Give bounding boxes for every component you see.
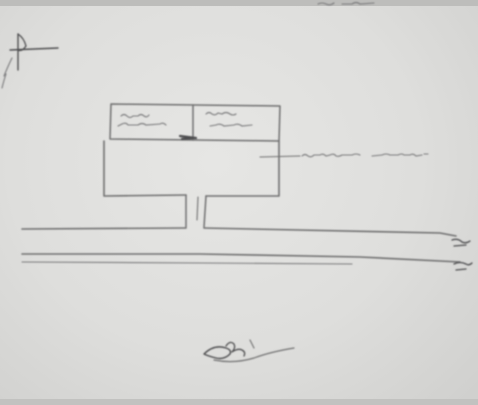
paper-top-shadow <box>0 0 478 6</box>
top-faint-scribble <box>317 1 375 6</box>
paper-bottom-shadow <box>0 399 478 405</box>
signature-scribble <box>203 339 295 363</box>
building-annotation <box>259 153 429 158</box>
road-edge-label <box>451 238 473 271</box>
road-lines <box>21 227 461 265</box>
room-label-left <box>117 113 167 127</box>
building-outline <box>103 103 281 228</box>
north-arrow-icon <box>1 33 59 89</box>
room-label-right <box>205 111 253 127</box>
